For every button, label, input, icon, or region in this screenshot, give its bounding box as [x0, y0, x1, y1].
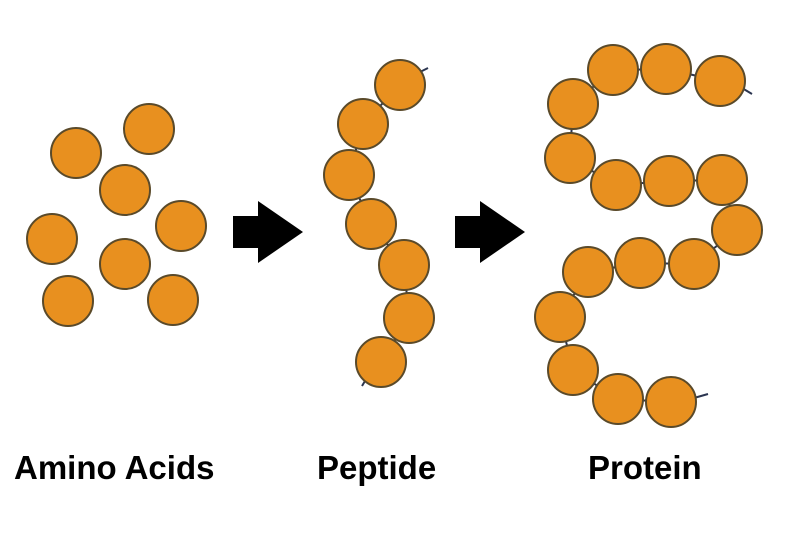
- protein-bead: [711, 204, 763, 256]
- protein-bead: [614, 237, 666, 289]
- amino-acid-bead: [99, 238, 151, 290]
- amino-acid-bead: [42, 275, 94, 327]
- protein-bead: [544, 132, 596, 184]
- protein-bead: [696, 154, 748, 206]
- amino-acid-bead: [26, 213, 78, 265]
- right-arrow-icon: [233, 201, 303, 263]
- amino-acids-group: [26, 103, 207, 327]
- protein-bead: [534, 291, 586, 343]
- peptide-group: [323, 59, 435, 388]
- amino-acid-bead: [99, 164, 151, 216]
- amino-acid-bead: [123, 103, 175, 155]
- amino-acid-bead: [155, 200, 207, 252]
- peptide-bead: [345, 198, 397, 250]
- amino-acid-bead: [147, 274, 199, 326]
- peptide-bead: [374, 59, 426, 111]
- peptide-bead: [355, 336, 407, 388]
- amino-acids-label: Amino Acids: [14, 449, 215, 486]
- protein-bead: [694, 55, 746, 107]
- peptide-bead: [378, 239, 430, 291]
- protein-bead: [547, 344, 599, 396]
- protein-bead: [592, 373, 644, 425]
- protein-bead: [590, 159, 642, 211]
- protein-bead: [668, 238, 720, 290]
- amino-acid-bead: [50, 127, 102, 179]
- peptide-label: Peptide: [317, 449, 437, 486]
- arrow-2: [455, 201, 525, 263]
- protein-bead: [640, 43, 692, 95]
- peptide-bead: [337, 98, 389, 150]
- protein-bead: [562, 246, 614, 298]
- peptide-bead: [383, 292, 435, 344]
- protein-bead: [645, 376, 697, 428]
- arrow-1: [233, 201, 303, 263]
- protein-label: Protein: [588, 449, 702, 486]
- protein-bead: [587, 44, 639, 96]
- protein-bead: [547, 78, 599, 130]
- right-arrow-icon: [455, 201, 525, 263]
- peptide-bead: [323, 149, 375, 201]
- protein-bead: [643, 155, 695, 207]
- protein-group: [534, 43, 763, 428]
